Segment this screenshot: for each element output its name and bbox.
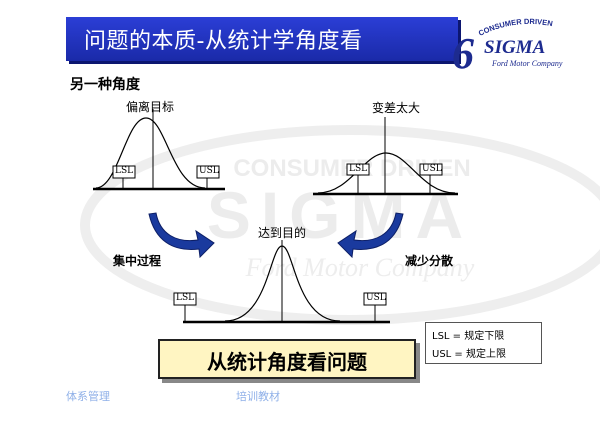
usl-label: USL [199, 166, 219, 176]
lsl-label: LSL [176, 293, 195, 303]
caption-too-much-variation: 变差太大 [372, 101, 421, 115]
usl-label: USL [422, 164, 442, 174]
panel-goal-achieved [173, 240, 390, 324]
logo-sigma: SIGMA [484, 37, 545, 58]
page-title: 问题的本质-从统计学角度看 [84, 29, 363, 54]
caption-goal-achieved: 达到目的 [258, 226, 307, 240]
title-banner [66, 17, 458, 61]
usl-label: USL [366, 293, 386, 303]
lsl-box [173, 292, 197, 306]
watermark-line3: Ford Motor Company [245, 253, 475, 282]
logo-tagline: Ford Motor Company [491, 59, 563, 68]
lsl-label: LSL [349, 164, 368, 174]
lsl-box [112, 165, 136, 179]
label-centering: 集中过程 [113, 254, 162, 268]
six-sigma-logo: CONSUMER DRIVEN 6 SIGMA Ford Motor Compa… [452, 17, 563, 78]
result-text: 从统计角度看问题 [207, 350, 367, 374]
watermark-line2: SIGMA [207, 178, 473, 252]
result-banner: 从统计角度看问题 [158, 339, 416, 379]
legend-usl: USL = 规定上限 [432, 349, 506, 360]
curve-off-target [95, 117, 206, 189]
usl-box [419, 163, 443, 176]
usl-box [363, 292, 387, 306]
panel-off-target [93, 109, 225, 191]
logo-six: 6 [452, 29, 474, 78]
caption-off-target: 偏离目标 [126, 100, 175, 114]
panel-too-much-variation [313, 117, 458, 196]
arrow-left-icon [337, 212, 404, 259]
lsl-label: LSL [115, 166, 134, 176]
footer-left: 体系管理 [66, 390, 110, 403]
subheading: 另一种角度 [70, 77, 140, 93]
legend-lsl: LSL = 规定下限 [432, 331, 505, 342]
usl-box [196, 165, 220, 179]
lsl-box [346, 163, 370, 176]
arrow-right-icon [148, 212, 215, 259]
legend-box: LSL = 规定下限 USL = 规定上限 [425, 322, 542, 364]
label-reduce-spread: 减少分散 [405, 254, 454, 268]
footer-center: 培训教材 [236, 390, 280, 403]
